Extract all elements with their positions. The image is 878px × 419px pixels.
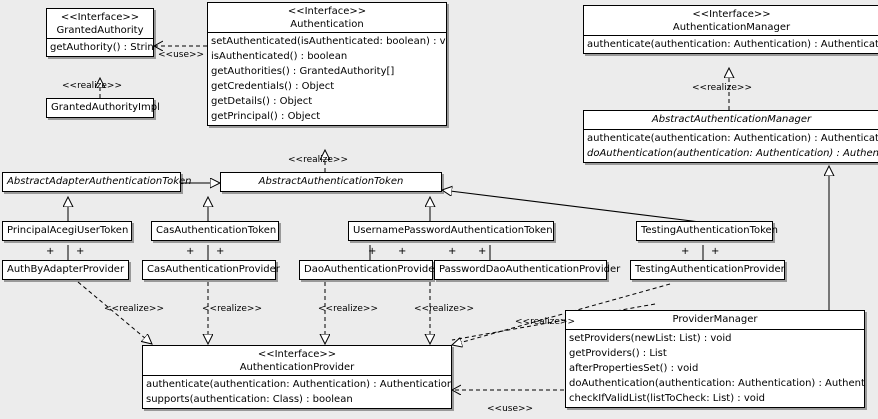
divider: [208, 32, 446, 33]
class-password-dao-authentication-provider[interactable]: PasswordDaoAuthenticationProvider: [434, 260, 621, 280]
stereotype-label: <<Interface>>: [257, 349, 337, 360]
stereotype-label: <<Interface>>: [287, 6, 367, 17]
class-auth-by-adapter-provider[interactable]: AuthByAdapterProvider: [2, 260, 129, 280]
operations-compartment: authenticate(authentication: Authenticat…: [143, 376, 451, 408]
class-name-label: AuthenticationManager: [672, 22, 791, 33]
association-plus-principal-left: +: [46, 246, 55, 257]
class-name-label: GrantedAuthority: [56, 25, 144, 36]
class-username-password-authentication-token[interactable]: UsernamePasswordAuthenticationToken: [348, 221, 554, 241]
label-realize-provider-manager: <<realize>>: [515, 317, 575, 327]
class-abstract-adapter-authentication-token[interactable]: AbstractAdapterAuthenticationToken: [2, 172, 192, 192]
class-testing-authentication-token[interactable]: TestingAuthenticationToken: [636, 221, 779, 241]
label-realize-abstract-auth-manager: <<realize>>: [692, 83, 752, 93]
class-name-label: PrincipalAcegiUserToken: [7, 225, 129, 236]
label-realize-abstract-auth-token: <<realize>>: [288, 155, 348, 165]
association-plus-upat-1: +: [368, 246, 377, 257]
operation-row: supports(authentication: Class) : boolea…: [146, 394, 353, 405]
operation-row: authenticate(authentication: Authenticat…: [146, 379, 451, 390]
operation-row: checkIfValidList(listToCheck: List) : vo…: [569, 393, 766, 404]
operations-compartment: getAuthority() : String: [47, 39, 153, 56]
operations-compartment: setProviders(newList: List) : void getPr…: [566, 330, 864, 407]
operation-row: authenticate(authentication: Authenticat…: [587, 39, 878, 50]
divider: [584, 129, 878, 130]
class-name-label: TestingAuthenticationProvider: [635, 264, 785, 275]
label-realize-dao-provider: <<realize>>: [318, 304, 378, 314]
class-principal-acegi-user-token[interactable]: PrincipalAcegiUserToken: [2, 221, 132, 241]
class-name-label: AuthByAdapterProvider: [7, 264, 125, 275]
class-granted-authority[interactable]: <<Interface>> GrantedAuthority getAuthor…: [46, 8, 154, 57]
class-granted-authority-impl[interactable]: GrantedAuthorityImpl: [46, 98, 160, 118]
class-authentication[interactable]: <<Interface>> Authentication setAuthenti…: [207, 2, 447, 126]
class-name-label: AbstractAuthenticationToken: [258, 176, 404, 187]
class-name-label: ProviderManager: [672, 314, 758, 325]
class-header: <<Interface>> AuthenticationManager: [584, 6, 878, 35]
operation-row: afterPropertiesSet() : void: [569, 363, 699, 374]
stereotype-label: <<Interface>>: [692, 9, 771, 20]
class-name-label: CasAuthenticationToken: [156, 225, 277, 236]
class-cas-authentication-token[interactable]: CasAuthenticationToken: [151, 221, 279, 241]
class-testing-authentication-provider[interactable]: TestingAuthenticationProvider: [630, 260, 785, 280]
label-use-provider-manager: <<use>>: [487, 404, 534, 414]
generalization-testing-token-connector: [442, 190, 701, 223]
association-plus-upat-2: +: [398, 246, 407, 257]
association-plus-principal-right: +: [76, 246, 85, 257]
operation-row: setProviders(newList: List) : void: [569, 333, 732, 344]
class-name-label: AuthenticationProvider: [239, 362, 355, 373]
operation-row: getAuthorities() : GrantedAuthority[]: [211, 66, 395, 77]
label-realize-password-dao-provider: <<realize>>: [414, 304, 474, 314]
class-dao-authentication-provider[interactable]: DaoAuthenticationProvider: [299, 260, 439, 280]
operation-row: getCredentials() : Object: [211, 81, 335, 92]
operation-row: isAuthenticated() : boolean: [211, 51, 348, 62]
association-plus-cas-left: +: [186, 246, 195, 257]
operations-compartment: authenticate(authentication: Authenticat…: [584, 130, 878, 162]
label-realize-auth-by-adapter: <<realize>>: [104, 304, 164, 314]
association-plus-testing-left: +: [681, 246, 690, 257]
class-name-label: AbstractAdapterAuthenticationToken: [7, 176, 192, 187]
class-name-label: DaoAuthenticationProvider: [304, 264, 439, 275]
class-header: <<Interface>> Authentication: [208, 3, 446, 32]
class-authentication-manager[interactable]: <<Interface>> AuthenticationManager auth…: [583, 5, 878, 54]
operation-row: setAuthenticated(isAuthenticated: boolea…: [211, 36, 446, 47]
operation-row: getPrincipal() : Object: [211, 111, 321, 122]
operation-row: doAuthentication(authentication: Authent…: [569, 378, 864, 389]
divider: [584, 35, 878, 36]
association-plus-upat-4: +: [478, 246, 487, 257]
stereotype-label: <<Interface>>: [60, 12, 140, 23]
class-name-label: CasAuthenticationProvider: [147, 264, 280, 275]
divider: [47, 38, 153, 39]
class-name-label: PasswordDaoAuthenticationProvider: [439, 264, 621, 275]
divider: [566, 329, 864, 330]
operations-compartment: authenticate(authentication: Authenticat…: [584, 36, 878, 53]
label-realize-cas-provider: <<realize>>: [202, 304, 262, 314]
class-name-label: Authentication: [290, 19, 364, 30]
operation-row: authenticate(authentication: Authenticat…: [587, 133, 878, 144]
association-plus-testing-right: +: [711, 246, 720, 257]
operation-row: getAuthority() : String: [50, 42, 153, 53]
operation-row: doAuthentication(authentication: Authent…: [587, 148, 878, 159]
class-abstract-authentication-manager[interactable]: AbstractAuthenticationManager authentica…: [583, 110, 878, 163]
class-header: <<Interface>> AuthenticationProvider: [143, 346, 451, 375]
divider: [143, 375, 451, 376]
class-name-label: AbstractAuthenticationManager: [651, 114, 812, 125]
label-use-granted-authority: <<use>>: [158, 50, 205, 60]
class-abstract-authentication-token[interactable]: AbstractAuthenticationToken: [220, 172, 442, 192]
class-name-label: UsernamePasswordAuthenticationToken: [353, 225, 553, 236]
association-plus-upat-3: +: [448, 246, 457, 257]
label-realize-granted-authority-impl: <<realize>>: [62, 81, 122, 91]
operation-row: getDetails() : Object: [211, 96, 313, 107]
class-authentication-provider[interactable]: <<Interface>> AuthenticationProvider aut…: [142, 345, 452, 409]
class-cas-authentication-provider[interactable]: CasAuthenticationProvider: [142, 260, 280, 280]
class-name-label: TestingAuthenticationToken: [641, 225, 779, 236]
class-name-label: GrantedAuthorityImpl: [51, 102, 160, 113]
class-header: <<Interface>> GrantedAuthority: [47, 9, 153, 38]
association-plus-cas-right: +: [216, 246, 225, 257]
class-provider-manager[interactable]: ProviderManager setProviders(newList: Li…: [565, 310, 865, 408]
operation-row: getProviders() : List: [569, 348, 667, 359]
operations-compartment: setAuthenticated(isAuthenticated: boolea…: [208, 33, 446, 125]
